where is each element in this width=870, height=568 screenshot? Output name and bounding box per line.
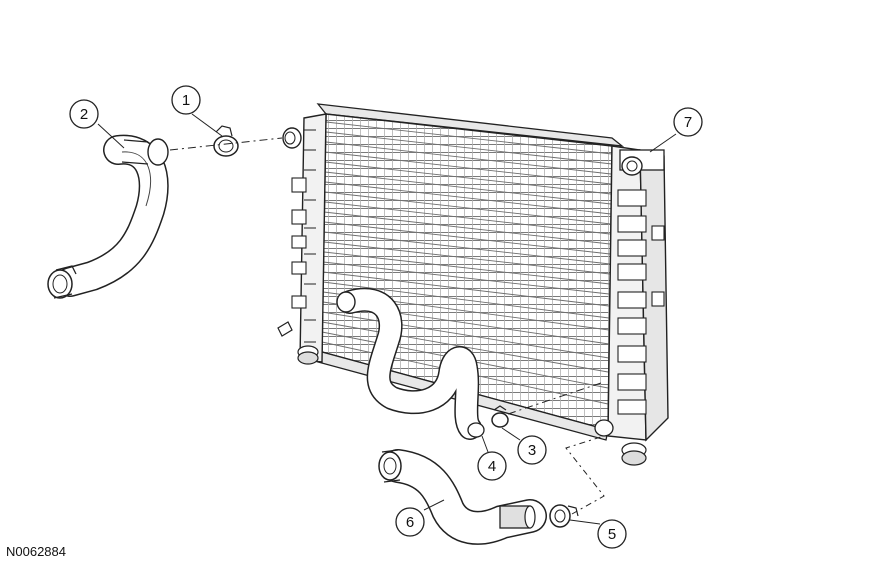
callout-4-label: 4 — [488, 458, 496, 475]
leader-lines — [97, 113, 677, 525]
figure-reference-code: N0062884 — [6, 544, 66, 559]
callout-4: 4 — [477, 451, 507, 481]
install-line-bottom — [565, 435, 605, 515]
callout-3: 3 — [517, 435, 547, 465]
callout-1-label: 1 — [182, 92, 190, 109]
hose-clamp-3 — [491, 405, 509, 428]
install-line-upper — [169, 137, 283, 151]
left-tank — [277, 113, 327, 365]
callout-5: 5 — [597, 519, 627, 549]
bypass-hose — [336, 288, 485, 440]
right-tank — [594, 145, 669, 466]
radiator-top-rail — [316, 103, 625, 147]
install-line-lower — [507, 381, 605, 415]
callout-2-label: 2 — [80, 106, 88, 123]
callout-6-label: 6 — [406, 514, 414, 531]
callout-7-label: 7 — [684, 114, 692, 131]
hose-clamp-5 — [549, 504, 579, 528]
callout-3-label: 3 — [528, 442, 536, 459]
hose-clamp-1 — [213, 125, 239, 157]
callout-2: 2 — [69, 99, 99, 129]
callout-1: 1 — [171, 85, 201, 115]
upper-radiator-hose — [47, 134, 169, 299]
callout-6: 6 — [395, 507, 425, 537]
callout-5-label: 5 — [608, 526, 616, 543]
callout-7: 7 — [673, 107, 703, 137]
lower-radiator-hose — [378, 449, 547, 545]
